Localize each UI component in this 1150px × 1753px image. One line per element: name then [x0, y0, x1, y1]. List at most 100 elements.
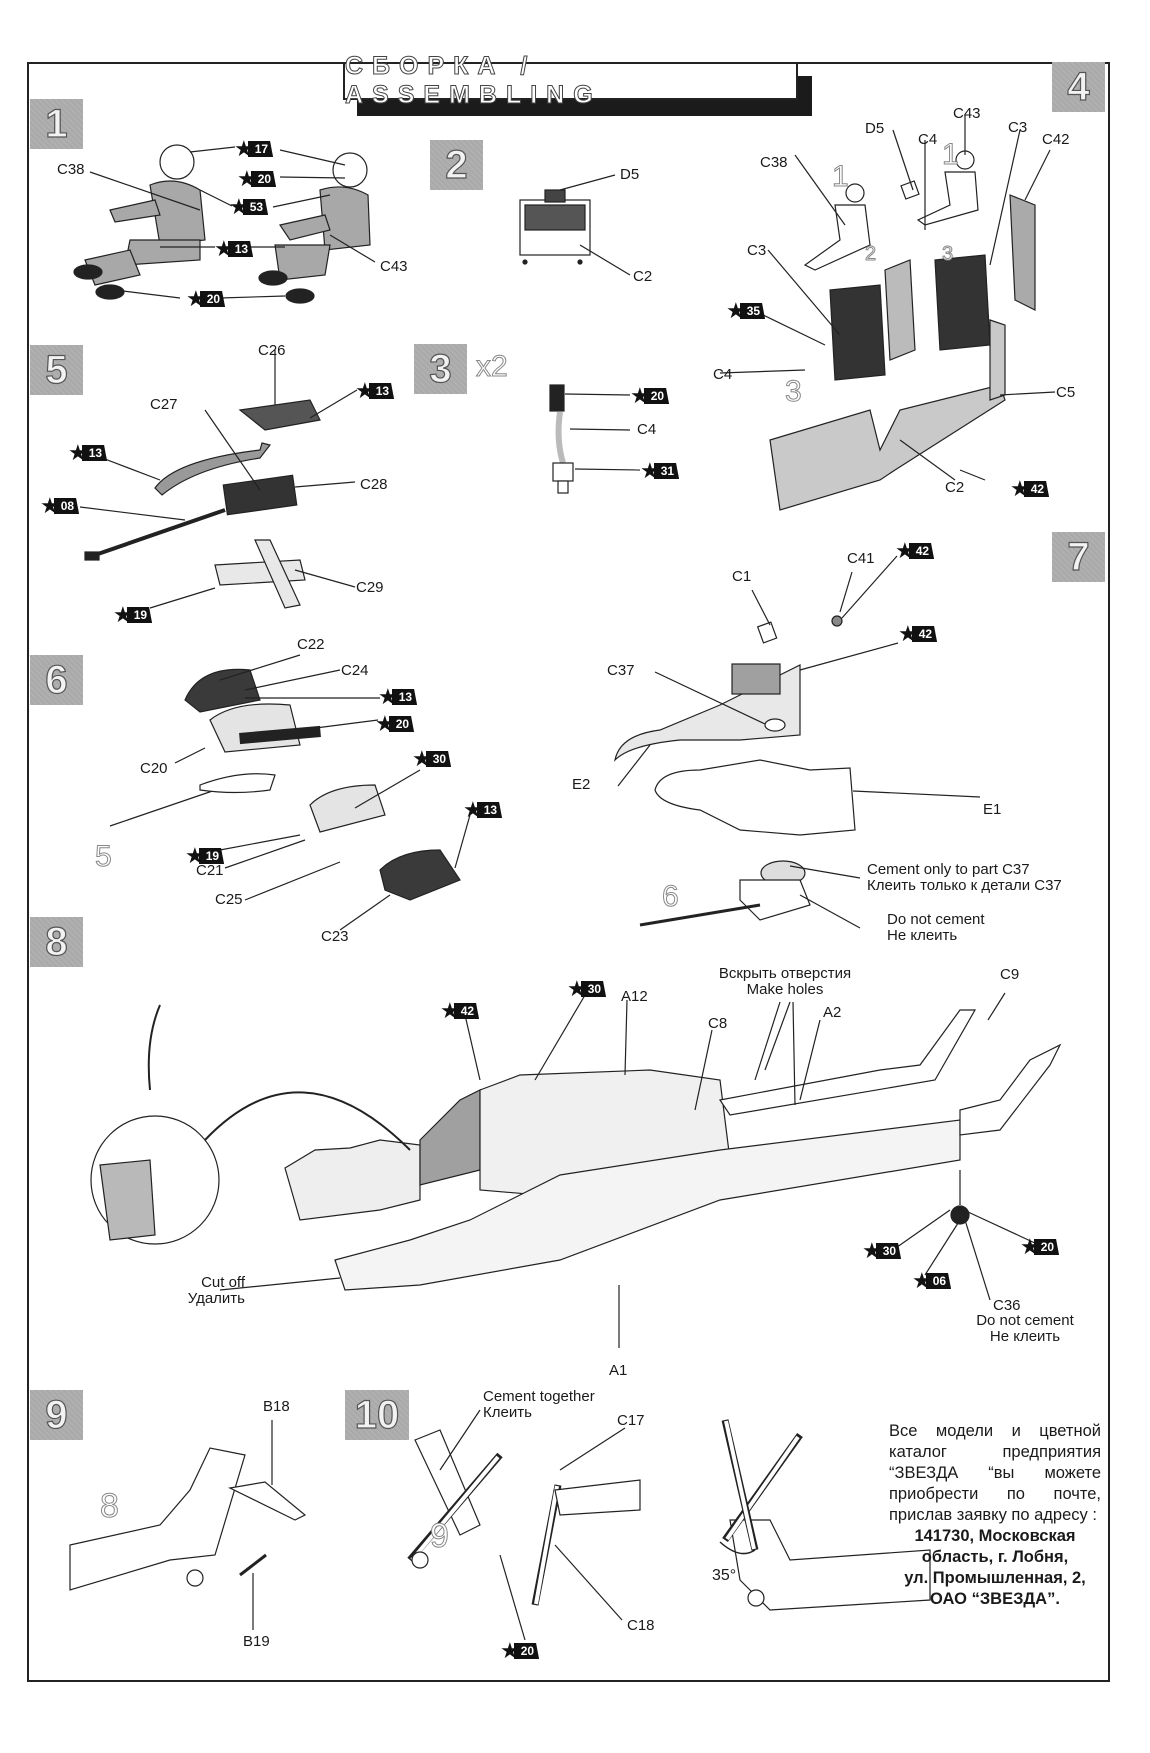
step-badge-4: 4: [1052, 62, 1105, 112]
page-title-banner: СБОРКА / ASSEMBLING: [343, 52, 812, 116]
star-icon: ★: [234, 136, 254, 161]
part-label-d5: D5: [620, 166, 640, 183]
paint-code-42: ★42: [440, 1000, 480, 1022]
paint-code-17: ★17: [234, 136, 274, 161]
paint-code-08: ★08: [40, 493, 80, 518]
paint-code-20: ★20: [375, 711, 415, 736]
part-label-c17: C17: [617, 1412, 645, 1429]
pilot-figure-c43: [258, 152, 371, 304]
step-badge-9: 9: [30, 1390, 83, 1440]
page-title: СБОРКА / ASSEMBLING: [345, 52, 602, 110]
part-label-c4: C4: [637, 421, 657, 438]
star-icon: ★: [355, 378, 375, 403]
star-icon: ★: [912, 1268, 932, 1293]
star-icon: ★: [185, 843, 205, 868]
star-icon: ★: [567, 976, 587, 1001]
paint-code-06: ★06: [912, 1268, 952, 1293]
star-icon: ★: [1010, 476, 1030, 501]
paint-code-13: ★13: [463, 799, 503, 821]
tail-rotor-step10: [407, 1429, 641, 1606]
part-label-e1: E1: [983, 801, 1002, 818]
part-label-c36: C36: [993, 1297, 1021, 1314]
rotor-angle-label: 35°: [712, 1567, 737, 1584]
turret-assembly: [109, 668, 461, 901]
star-icon: ★: [378, 684, 398, 709]
star-icon: ★: [412, 746, 432, 771]
part-label-c9: C9: [1000, 966, 1020, 983]
step-badge-2: 2: [430, 140, 483, 190]
part-label-c38: C38: [760, 154, 788, 171]
part-label-c3: C3: [747, 242, 767, 259]
star-icon: ★: [375, 711, 395, 736]
star-icon: ★: [68, 440, 88, 465]
part-label-c2: C2: [945, 479, 965, 496]
part-label-c24: C24: [341, 662, 369, 679]
star-icon: ★: [40, 493, 60, 518]
subassembly-ref-6: 6: [662, 880, 680, 914]
step-badge-7: 7: [1052, 532, 1105, 582]
part-label-c41: C41: [847, 550, 875, 567]
part-label-a1: A1: [609, 1362, 628, 1379]
paint-code-19: ★19: [185, 843, 225, 868]
paint-code-13: ★13: [214, 236, 254, 261]
address-intro: Все модели и цветной каталог предприятия…: [889, 1422, 1101, 1524]
star-icon: ★: [862, 1238, 882, 1263]
part-label-c5: C5: [1056, 384, 1076, 401]
star-icon: ★: [898, 621, 918, 646]
subassembly-ref-3: 3: [785, 375, 803, 409]
part-label-c22: C22: [297, 636, 325, 653]
paint-code-42: ★42: [895, 540, 935, 562]
part-label-d5: D5: [865, 120, 885, 137]
paint-code-20: ★20: [630, 383, 670, 408]
part-label-c27: C27: [150, 396, 178, 413]
gun-turret-parts: [84, 399, 321, 609]
part-label-c23: C23: [321, 928, 349, 945]
star-icon: ★: [237, 166, 257, 191]
star-icon: ★: [186, 286, 206, 311]
rotor-angle-diagram: [719, 1419, 931, 1611]
step-3-multiplier: x2: [476, 350, 509, 384]
part-label-c42: C42: [1042, 131, 1070, 148]
part-label-c43: C43: [380, 258, 408, 275]
paint-code-42: ★42: [1010, 476, 1050, 501]
instrument-panel-c2: [519, 189, 591, 265]
pilot-figure-c38: [73, 144, 206, 300]
part-label-c20: C20: [140, 760, 168, 777]
part-label-c8: C8: [708, 1015, 728, 1032]
paint-code-53: ★53: [229, 196, 269, 218]
control-stick-c4: [549, 384, 574, 494]
step-badge-5: 5: [30, 345, 83, 395]
subassembly-ref-5: 5: [95, 840, 113, 874]
step-badge-10: 10: [345, 1390, 409, 1440]
paint-code-13: ★13: [378, 684, 418, 709]
part-label-c25: C25: [215, 891, 243, 908]
subassembly-ref-2: 2: [864, 243, 877, 266]
part-label-c2: C2: [633, 268, 653, 285]
part-label-c38: C38: [57, 161, 85, 178]
subassembly-ref-8: 8: [100, 1487, 120, 1526]
paint-code-30: ★30: [862, 1238, 902, 1263]
helicopter-fuselage: [90, 1004, 1062, 1291]
part-label-c4: C4: [713, 366, 733, 383]
star-icon: ★: [630, 383, 650, 408]
paint-code-19: ★19: [113, 602, 153, 627]
address-line: ОАО “ЗВЕЗДА”.: [930, 1590, 1060, 1608]
tail-assembly-step9: [69, 1447, 307, 1591]
star-icon: ★: [113, 602, 133, 627]
part-label-c3: C3: [1008, 119, 1028, 136]
part-label-e2: E2: [572, 776, 591, 793]
address-line: 141730, Московская: [914, 1527, 1076, 1545]
star-icon: ★: [500, 1638, 520, 1663]
paint-code-35: ★35: [726, 300, 766, 322]
part-label-c29: C29: [356, 579, 384, 596]
part-label-c4: C4: [918, 131, 938, 148]
star-icon: ★: [214, 236, 234, 261]
title-box: СБОРКА / ASSEMBLING: [343, 52, 798, 110]
step-badge-1: 1: [30, 99, 83, 149]
mail-order-address: Все модели и цветной каталог предприятия…: [889, 1421, 1101, 1610]
